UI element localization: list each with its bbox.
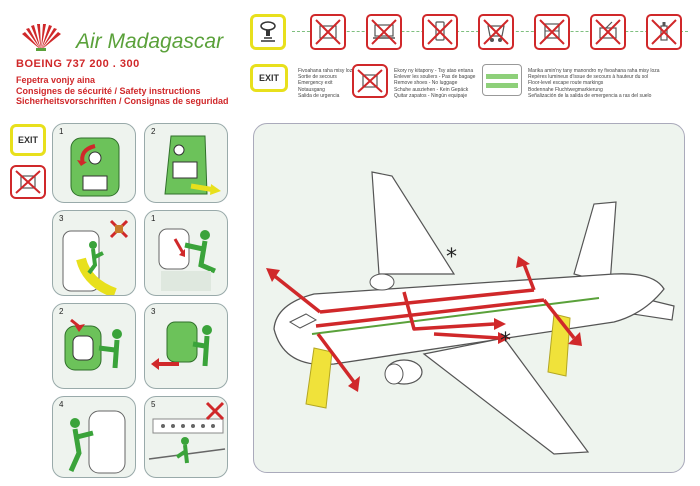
title-fr-en: Consignes de sécurité / Safety instructi… [16, 85, 201, 96]
throw-window-out-illustration [151, 321, 212, 370]
no-luggage-icon [15, 170, 41, 194]
climb-through-window-illustration [68, 410, 126, 474]
aircraft-illustration: * * [266, 171, 675, 455]
legend-no-luggage-text: Ekory ny kitapony - Tsy atao entana Enle… [394, 68, 476, 99]
title-de-es: Sicherheitsvorschriften / Consignas de s… [16, 96, 229, 106]
instruction-tile-4: 1 [144, 210, 228, 296]
aircraft-model: BOEING 737 200 . 300 [16, 58, 140, 70]
step-number: 2 [151, 127, 156, 136]
step-number: 2 [59, 307, 64, 316]
instruction-tile-1: 1 [52, 123, 136, 203]
instruction-tile-2: 2 [144, 123, 228, 203]
prohibited-item-2 [366, 14, 402, 50]
safety-titles: Fepetra vonjy aina Consignes de sécurité… [16, 75, 229, 107]
air-madagascar-logo-icon [22, 24, 61, 51]
remove-window-exit-illustration [158, 228, 216, 291]
step-number: 3 [59, 214, 64, 223]
slide-jump-illustration [62, 219, 129, 295]
no-phone-icon [427, 19, 453, 45]
lift-window-illustration [64, 318, 122, 371]
instruction-tile-3: 3 [52, 210, 136, 296]
walk-on-wing-illustration [148, 401, 226, 464]
prohibited-item-3 [422, 14, 458, 50]
no-trolley-icon [539, 19, 565, 45]
instruction-tile-5: 2 [52, 303, 136, 389]
no-smoking-lavatory-icon [315, 19, 341, 45]
step-number: 3 [151, 307, 156, 316]
no-radio-icon [595, 19, 621, 45]
legend-floor-marking-text: Marika amin'ny tany manondro ny fivoahan… [528, 68, 660, 99]
brand-name: Air Madagascar [76, 30, 224, 53]
legend-floor-marking-sign [482, 64, 522, 96]
title-malagasy: Fepetra vonjy aina [16, 75, 96, 85]
aircraft-exit-diagram: * * [253, 123, 685, 473]
prohibited-item-7 [646, 14, 682, 50]
prohibited-item-5 [534, 14, 570, 50]
no-luggage-sign [10, 165, 46, 199]
step-number: 4 [59, 400, 64, 409]
seatbelt-sign [250, 14, 286, 50]
exit-sign: EXIT [10, 124, 46, 156]
instruction-tile-6: 3 [144, 303, 228, 389]
legend-exit-text: Fivoahana raha misy loza Sortie de secou… [298, 68, 355, 99]
legend-exit-sign: EXIT [250, 64, 288, 92]
pull-door-illustration [164, 135, 221, 195]
step-number: 5 [151, 400, 156, 409]
window-exit-marker-icon: * [446, 245, 457, 270]
instruction-tile-7: 4 [52, 396, 136, 478]
no-luggage-icon [357, 69, 383, 93]
seatbelt-icon [260, 21, 276, 42]
no-bottle-icon [651, 19, 677, 45]
instruction-tile-8: 5 [144, 396, 228, 478]
step-number: 1 [59, 127, 64, 136]
prohibited-item-6 [590, 14, 626, 50]
no-laptop-icon [371, 19, 397, 45]
open-exit-handle-illustration [70, 137, 120, 197]
no-cart-icon [483, 19, 509, 45]
legend-no-luggage-sign [352, 64, 388, 98]
prohibited-item-1 [310, 14, 346, 50]
window-exit-marker-icon: * [500, 329, 511, 354]
step-number: 1 [151, 214, 156, 223]
prohibited-item-4 [478, 14, 514, 50]
